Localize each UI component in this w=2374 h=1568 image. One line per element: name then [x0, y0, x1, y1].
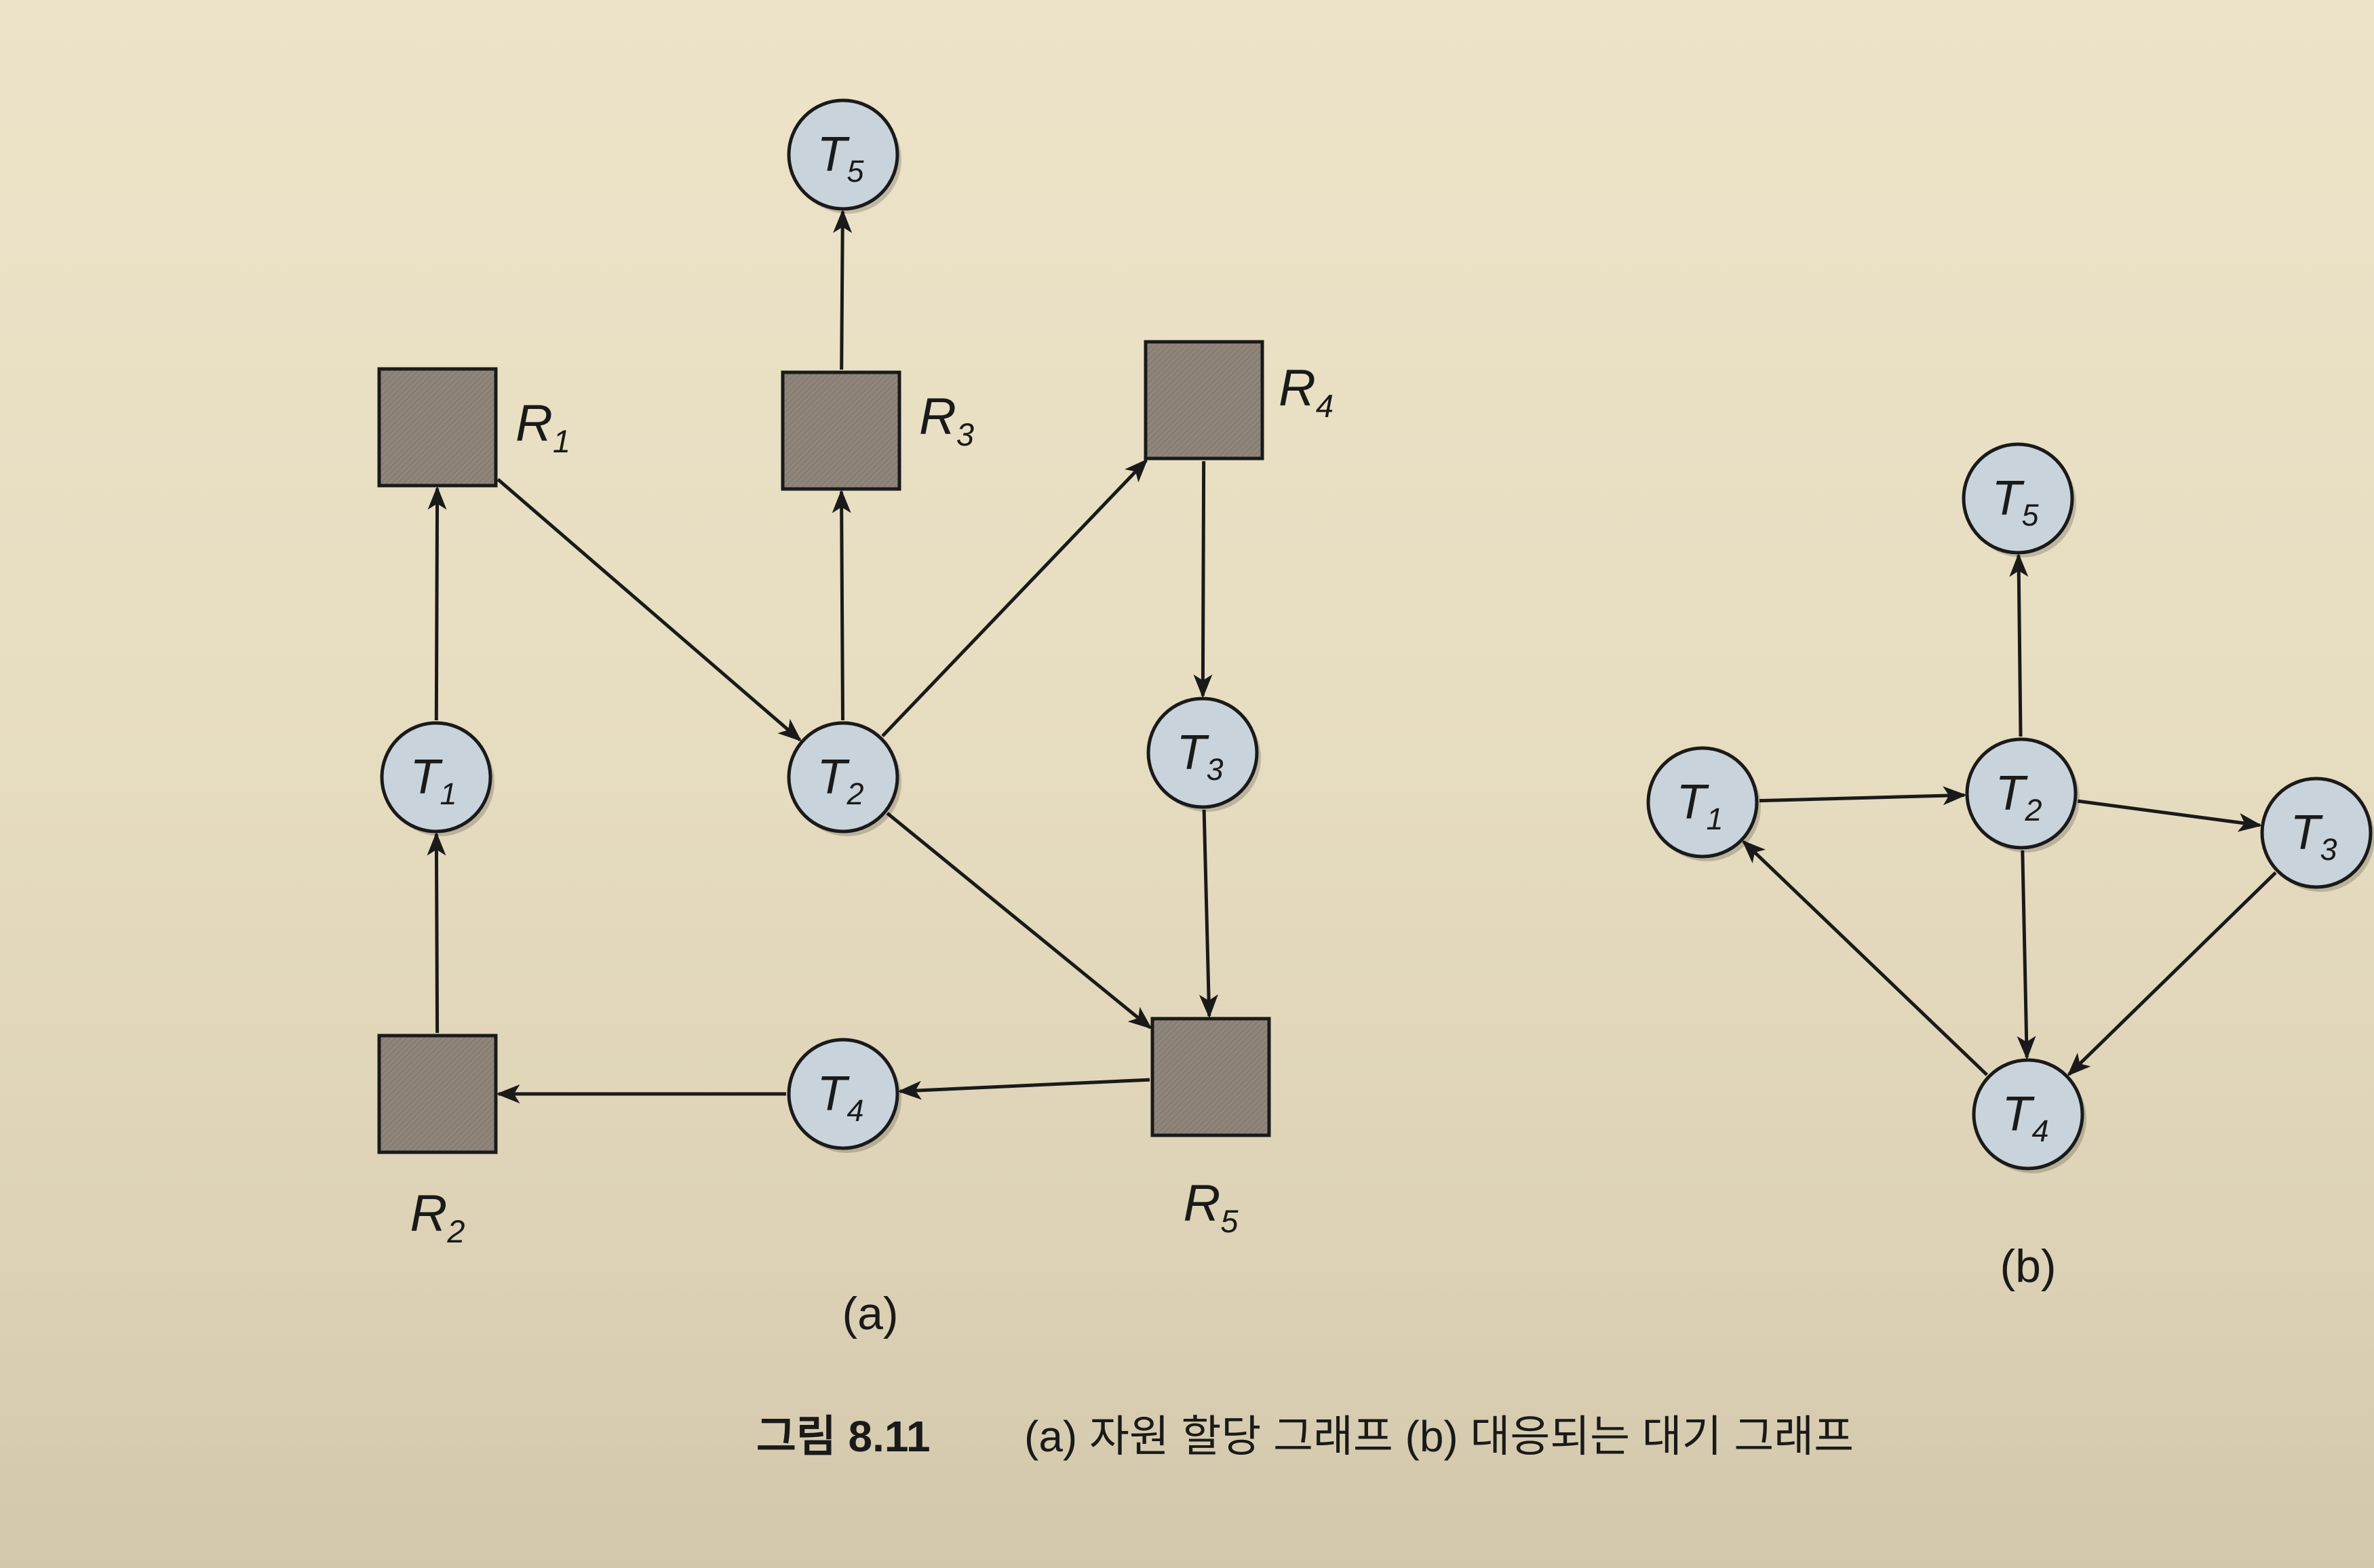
- rag-edge-t2-to-r4: [881, 458, 1148, 738]
- resource-r1: R1: [377, 367, 570, 488]
- resource-r2: R2: [377, 1034, 498, 1249]
- wfg-process-t3: T3: [2260, 777, 2374, 892]
- resource-node-box: [377, 367, 498, 488]
- resource-node-box: [377, 1034, 498, 1154]
- resource-node-label: R4: [1279, 359, 1334, 424]
- rag-edge-r3-to-t5: [833, 209, 853, 370]
- wfg-process-t5: T5: [1962, 442, 2076, 557]
- wfg-edge-t3-to-t4: [2067, 871, 2277, 1076]
- process-node-label: T3: [2290, 806, 2337, 867]
- resource-node-label: R3: [919, 388, 974, 452]
- resource-node-box: [1150, 1017, 1271, 1137]
- wfg-process-t1: T1: [1646, 746, 1761, 861]
- wfg-edge-t2-to-t4: [2017, 850, 2036, 1060]
- panel-a-label: (a): [842, 1288, 898, 1339]
- process-node-circle: [1965, 737, 2078, 850]
- rag-edge-r5-to-t4: [897, 1078, 1150, 1100]
- process-node-label: T4: [817, 1067, 863, 1128]
- process-node-circle: [787, 1038, 899, 1150]
- caption-text: (a) 자원 할당 그래프 (b) 대응되는 대기 그래프: [1024, 1412, 1854, 1461]
- process-node-circle: [1146, 697, 1259, 809]
- process-node-label: T5: [1991, 471, 2039, 532]
- resource-r5: R5: [1150, 1017, 1271, 1239]
- rag-edge-t2-to-r5: [886, 812, 1152, 1030]
- panel-b-label: (b): [2000, 1240, 2056, 1292]
- wfg-edge-t1-to-t2: [1759, 786, 1967, 806]
- rag-process-t4: T4: [787, 1038, 901, 1153]
- rag-edge-r2-to-t1: [427, 831, 446, 1034]
- resource-node-label: R1: [515, 395, 570, 459]
- resource-r3: R3: [781, 370, 974, 491]
- wfg-edge-t2-to-t3: [2077, 799, 2263, 832]
- resource-node-label: R5: [1183, 1175, 1239, 1239]
- rag-process-t3: T3: [1146, 697, 1261, 812]
- process-node-label: T5: [817, 128, 864, 189]
- process-node-label: T4: [2002, 1087, 2048, 1148]
- process-node-label: T1: [1676, 775, 1723, 836]
- resource-r4: R4: [1144, 340, 1334, 460]
- wfg-edge-t4-to-t1: [1742, 840, 1989, 1076]
- process-node-label: T3: [1176, 726, 1223, 787]
- rag-edge-t2-to-r3: [832, 489, 851, 721]
- edges-a: [427, 209, 1218, 1103]
- rag-process-t2: T2: [787, 721, 901, 836]
- resource-node-box: [781, 370, 901, 491]
- process-node-circle: [787, 98, 899, 211]
- rag-edge-r1-to-t2: [497, 477, 802, 742]
- rag-process-t5: T5: [787, 98, 901, 214]
- process-node-label: T2: [1995, 766, 2042, 827]
- edges-b: [1742, 553, 2277, 1076]
- figure-caption: 그림 8.11 (a) 자원 할당 그래프 (b) 대응되는 대기 그래프: [756, 1412, 1854, 1461]
- process-node-circle: [1972, 1058, 2084, 1171]
- caption-number: 그림 8.11: [756, 1412, 931, 1461]
- rag-edge-t1-to-r1: [427, 486, 447, 721]
- wfg-process-t2: T2: [1965, 737, 2080, 852]
- resource-node-box: [1144, 340, 1264, 460]
- process-node-label: T2: [817, 750, 863, 811]
- process-node-circle: [787, 721, 899, 834]
- process-node-circle: [1646, 746, 1759, 859]
- process-node-label: T1: [410, 750, 456, 811]
- process-node-circle: [2260, 777, 2373, 889]
- rag-process-t1: T1: [380, 721, 494, 836]
- rag-edge-t3-to-r5: [1199, 809, 1218, 1019]
- wfg-edge-t2-to-t5: [2009, 553, 2029, 737]
- resource-node-label: R2: [410, 1185, 465, 1249]
- process-node-circle: [380, 721, 492, 834]
- process-node-circle: [1962, 442, 2074, 555]
- wfg-process-t4: T4: [1972, 1058, 2086, 1173]
